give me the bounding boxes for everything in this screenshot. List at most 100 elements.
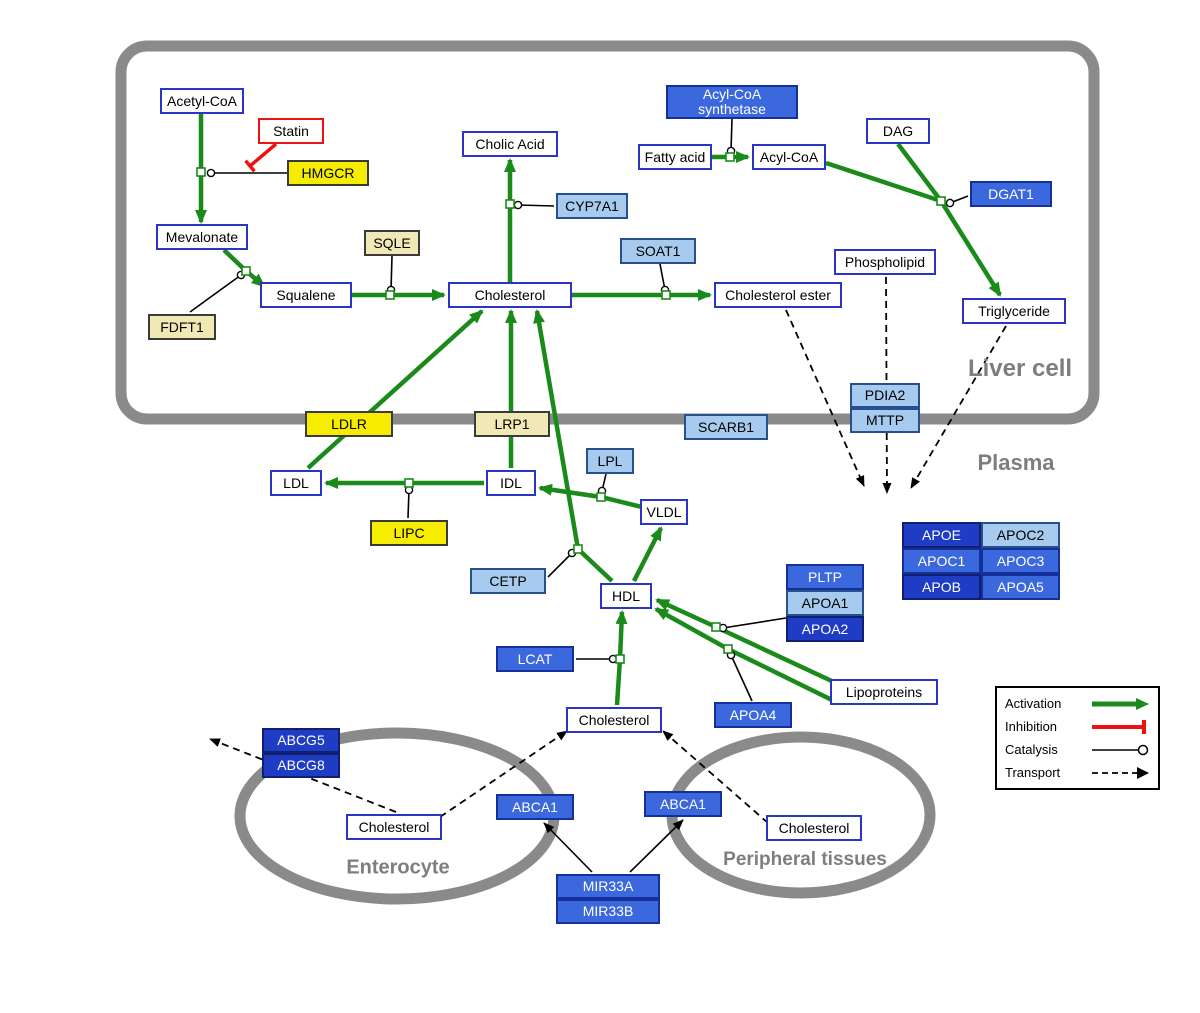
node-dgat1[interactable]: DGAT1 — [970, 181, 1052, 207]
node-lrp1[interactable]: LRP1 — [474, 411, 550, 437]
edge-regulation-32 — [629, 819, 684, 873]
node-fatty-acid[interactable]: Fatty acid — [638, 144, 712, 170]
node-acyl-coa-synthetase[interactable]: Acyl-CoA synthetase — [666, 85, 798, 119]
edge-transport-36 — [910, 325, 1007, 489]
edge-anchor — [385, 290, 395, 300]
node-mttp[interactable]: MTTP — [850, 408, 920, 433]
edge-anchor — [711, 622, 721, 632]
node-cholesterol-peripheral[interactable]: Cholesterol — [766, 815, 862, 841]
edge-anchor — [615, 654, 625, 664]
node-apoc2[interactable]: APOC2 — [981, 522, 1060, 548]
edge-transport-38 — [439, 730, 568, 818]
edge-activation-9 — [306, 309, 484, 470]
node-hmgcr[interactable]: HMGCR — [287, 160, 369, 186]
edge-anchor — [723, 644, 733, 654]
node-lipoproteins[interactable]: Lipoproteins — [830, 679, 938, 705]
node-idl[interactable]: IDL — [486, 470, 536, 496]
legend-inhibition-label: Inhibition — [1005, 719, 1058, 734]
node-dag[interactable]: DAG — [866, 118, 930, 144]
edge-transport-34 — [785, 309, 865, 487]
activation-arrow-icon — [1092, 697, 1149, 710]
node-lcat[interactable]: LCAT — [496, 646, 574, 672]
edge-inhibition-33 — [244, 142, 278, 173]
edge-anchor — [661, 290, 671, 300]
node-pltp[interactable]: PLTP — [786, 564, 864, 590]
node-apoa4[interactable]: APOA4 — [714, 702, 792, 728]
edge-activation-11 — [533, 309, 614, 583]
node-fdft1[interactable]: FDFT1 — [148, 314, 216, 340]
edge-anchor — [241, 266, 251, 276]
legend-catalysis-label: Catalysis — [1005, 742, 1058, 757]
node-vldl[interactable]: VLDL — [640, 499, 688, 525]
node-lipc[interactable]: LIPC — [370, 520, 448, 546]
node-cholesterol-liver[interactable]: Cholesterol — [448, 282, 572, 308]
node-scarb1[interactable]: SCARB1 — [684, 414, 768, 440]
edge-catalysis-20 — [386, 255, 396, 295]
node-statin[interactable]: Statin — [258, 118, 324, 144]
node-acetyl-coa[interactable]: Acetyl-CoA — [160, 88, 244, 114]
legend-transport-label: Transport — [1005, 765, 1061, 780]
legend: Activation Inhibition Catalysis Transpor… — [995, 686, 1160, 790]
node-cholesterol-ester[interactable]: Cholesterol ester — [714, 282, 842, 308]
edge-activation-12 — [538, 483, 643, 510]
liver-cell-membrane — [115, 40, 1100, 425]
inhibition-tbar-icon — [1092, 719, 1146, 734]
edge-catalysis-22 — [659, 263, 670, 295]
node-squalene[interactable]: Squalene — [260, 282, 352, 308]
node-mevalonate[interactable]: Mevalonate — [156, 224, 248, 250]
node-cholesterol-enterocyte[interactable]: Cholesterol — [346, 814, 442, 840]
edge-catalysis-25 — [597, 473, 607, 496]
legend-activation-label: Activation — [1005, 696, 1062, 711]
legend-row-inhibition: Inhibition — [1005, 719, 1150, 735]
edge-regulation-31 — [543, 822, 593, 873]
node-hdl[interactable]: HDL — [600, 583, 652, 609]
node-pdia2[interactable]: PDIA2 — [850, 383, 920, 408]
node-mir33a[interactable]: MIR33A — [556, 874, 660, 899]
node-mir33b[interactable]: MIR33B — [556, 899, 660, 924]
node-soat1[interactable]: SOAT1 — [620, 238, 696, 264]
edge-anchor — [404, 478, 414, 488]
node-apoa1[interactable]: APOA1 — [786, 590, 864, 616]
node-abca1-enterocyte[interactable]: ABCA1 — [496, 794, 574, 820]
node-abca1-peripheral[interactable]: ABCA1 — [644, 791, 722, 817]
node-ldlr[interactable]: LDLR — [305, 411, 393, 437]
edge-anchor — [596, 492, 606, 502]
node-phospholipid[interactable]: Phospholipid — [834, 249, 936, 275]
catalysis-circle-icon — [1092, 744, 1149, 755]
node-cetp[interactable]: CETP — [470, 568, 546, 594]
edge-catalysis-19 — [189, 270, 246, 313]
node-apoa2[interactable]: APOA2 — [786, 616, 864, 642]
node-apob[interactable]: APOB — [902, 574, 981, 600]
edge-catalysis-23 — [726, 118, 736, 156]
edge-catalysis-27 — [547, 548, 577, 578]
node-acyl-coa[interactable]: Acyl-CoA — [752, 144, 826, 170]
node-apoc3[interactable]: APOC3 — [981, 548, 1060, 574]
node-apoc1[interactable]: APOC1 — [902, 548, 981, 574]
node-ldl[interactable]: LDL — [270, 470, 322, 496]
transport-dashed-arrow-icon — [1092, 766, 1149, 779]
node-cholic-acid[interactable]: Cholic Acid — [462, 131, 558, 157]
node-abcg8[interactable]: ABCG8 — [262, 753, 340, 778]
node-cholesterol-plasma[interactable]: Cholesterol — [566, 707, 662, 733]
edge-catalysis-29 — [718, 617, 787, 633]
edge-activation-7 — [896, 142, 943, 203]
edge-catalysis-26 — [404, 485, 414, 519]
node-apoa5[interactable]: APOA5 — [981, 574, 1060, 600]
edge-catalysis-30 — [726, 650, 753, 702]
edge-activation-6 — [825, 160, 942, 204]
legend-row-catalysis: Catalysis — [1005, 742, 1150, 758]
edge-catalysis-21 — [513, 200, 555, 210]
node-sqle[interactable]: SQLE — [364, 230, 420, 256]
node-cyp7a1[interactable]: CYP7A1 — [556, 193, 628, 219]
node-abcg5[interactable]: ABCG5 — [262, 728, 340, 753]
edge-activation-8 — [939, 199, 1002, 297]
node-lpl[interactable]: LPL — [586, 448, 634, 474]
edge-anchors — [196, 152, 946, 664]
legend-row-transport: Transport — [1005, 765, 1150, 781]
legend-row-activation: Activation — [1005, 696, 1150, 712]
node-triglyceride[interactable]: Triglyceride — [962, 298, 1066, 324]
node-apoe[interactable]: APOE — [902, 522, 981, 548]
